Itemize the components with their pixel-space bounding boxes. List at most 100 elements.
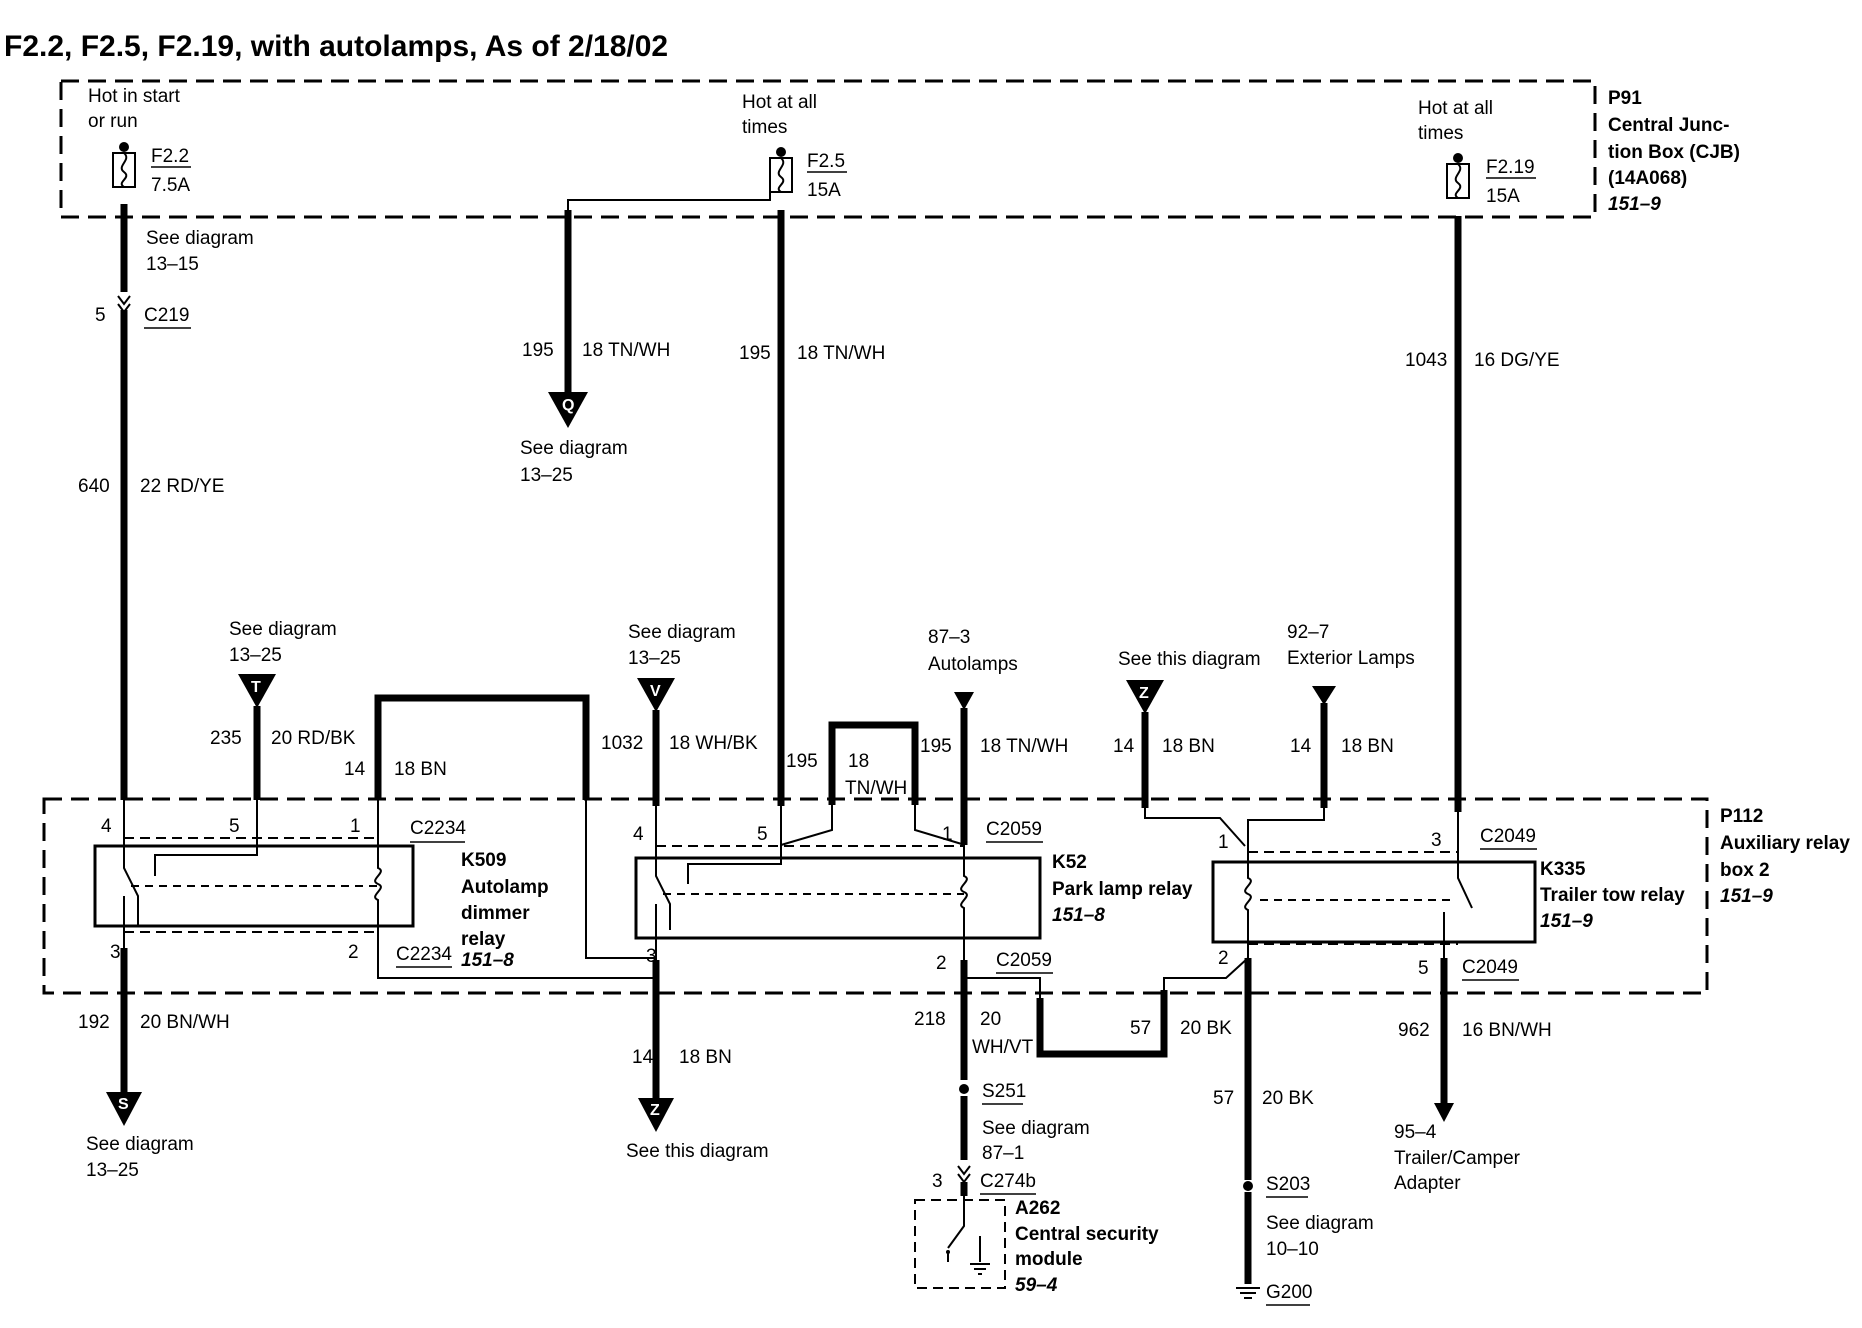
wire-14-exterior: 92–7 Exterior Lamps 14 18 BN <box>1247 622 1415 846</box>
relay-k52: 4 5 1 3 2 C2059 C2059 K52 Park lamp rela… <box>633 806 1193 974</box>
wire-57: 57 20 BK 57 20 BK S203 See diagram 10–10… <box>1130 958 1374 1306</box>
ref-ext-2: Exterior Lamps <box>1287 648 1415 669</box>
fuse-f2-5-rating: 15A <box>807 180 841 201</box>
fuse-f2-5-terminal <box>776 147 786 157</box>
c640-num: 640 <box>78 476 110 497</box>
k52-pin-4: 4 <box>633 824 644 845</box>
ref-z-in: See this diagram <box>1118 649 1261 670</box>
k509-name-3: relay <box>461 929 506 950</box>
ref-t-1: See diagram <box>229 619 337 640</box>
fuse-f2-2-hot-2: or run <box>88 111 138 132</box>
c235-wire: 20 RD/BK <box>271 728 356 749</box>
aux-id: P112 <box>1720 806 1763 827</box>
fuse-f2-5-hot-2: times <box>742 117 787 138</box>
k335-pin-5: 5 <box>1418 958 1429 979</box>
c2059-top: C2059 <box>986 819 1042 840</box>
ref-trailer-2: Trailer/Camper <box>1394 1148 1521 1169</box>
c195b-wire: 18 TN/WH <box>797 343 885 364</box>
ref-v-1: See diagram <box>628 622 736 643</box>
k52-pin-5: 5 <box>757 824 768 845</box>
wire-235: See diagram 13–25 T 235 20 RD/BK <box>210 619 356 800</box>
ground-icon <box>1236 1287 1260 1299</box>
fuse-f2-5-body <box>769 157 793 193</box>
ref-q-letter: Q <box>562 397 574 414</box>
a262-name-2: module <box>1015 1249 1083 1270</box>
c192-num: 192 <box>78 1012 110 1033</box>
wire-640: See diagram 13–15 5 C219 640 22 RD/YE <box>78 204 254 800</box>
c2059-bot: C2059 <box>996 950 1052 971</box>
ref-10-10-2: 10–10 <box>1266 1239 1319 1260</box>
wire-218: 218 20 WH/VT S251 See diagram 87–1 3 C27… <box>914 957 1249 1196</box>
cjb-id: P91 <box>1608 88 1642 109</box>
k52-pin-1: 1 <box>942 824 953 845</box>
k509-pin-5: 5 <box>229 816 240 837</box>
ref-autolamps-1: 87–3 <box>928 627 970 648</box>
k509-pin-3: 3 <box>110 942 121 963</box>
ref-13-15-1: See diagram <box>146 228 254 249</box>
ref-10-10-1: See diagram <box>1266 1213 1374 1234</box>
wire-192: S 192 20 BN/WH See diagram 13–25 <box>78 948 230 1181</box>
c195a-num: 195 <box>522 340 554 361</box>
c1043-wire: 16 DG/YE <box>1474 350 1560 371</box>
c2234-top: C2234 <box>410 818 466 839</box>
ref-q-2: 13–25 <box>520 465 573 486</box>
c2049-top: C2049 <box>1480 826 1536 847</box>
c1043-num: 1043 <box>1405 350 1447 371</box>
c14d-wire: 18 BN <box>679 1047 732 1068</box>
ref-trailer-3: Adapter <box>1394 1173 1461 1194</box>
ref-s-2: 13–25 <box>86 1160 139 1181</box>
aux-name-2: box 2 <box>1720 860 1770 881</box>
ref-ext-1: 92–7 <box>1287 622 1329 643</box>
c235-num: 235 <box>210 728 242 749</box>
wire-195-autolamps: 87–3 Autolamps 195 18 TN/WH <box>920 627 1068 845</box>
splice-s203-dot <box>1243 1181 1253 1191</box>
a262-id: A262 <box>1015 1198 1060 1219</box>
ground-g200: G200 <box>1266 1282 1312 1303</box>
c640-wire: 22 RD/YE <box>140 476 224 497</box>
aux-name-1: Auxiliary relay <box>1720 833 1850 854</box>
aux-ref: 151–9 <box>1720 886 1773 907</box>
k509-pin-1: 1 <box>350 816 361 837</box>
c14c-num: 14 <box>1290 736 1312 757</box>
c962-num: 962 <box>1398 1020 1430 1041</box>
cjb-name-1: Central Junc- <box>1608 115 1729 136</box>
c195c-wire-1: 18 <box>848 751 869 772</box>
c1032-wire: 18 WH/BK <box>669 733 758 754</box>
ref-q-1: See diagram <box>520 438 628 459</box>
fuse-f2-19-hot-2: times <box>1418 123 1463 144</box>
splice-s251: S251 <box>982 1081 1026 1102</box>
a262-name-1: Central security <box>1015 1224 1159 1245</box>
c274b-pin: 3 <box>932 1171 943 1192</box>
fuse-f2-2-element <box>120 152 128 188</box>
c219-pin: 5 <box>95 305 106 326</box>
auxiliary-relay-box: P112 Auxiliary relay box 2 151–9 <box>42 797 1850 995</box>
fuse-f2-2-rating: 7.5A <box>151 175 190 196</box>
wire-1032: See diagram 13–25 V 1032 18 WH/BK <box>601 622 758 806</box>
module-a262: A262 Central security module 59–4 <box>914 1196 1159 1296</box>
k509-id: K509 <box>461 850 506 871</box>
c274b-name: C274b <box>980 1171 1036 1192</box>
k335-pin-1: 1 <box>1218 832 1229 853</box>
c2234-bot: C2234 <box>396 944 452 965</box>
splice-s203: S203 <box>1266 1174 1310 1195</box>
wire-195-to-k52: 195 18 TN/WH <box>739 210 885 806</box>
c192-wire: 20 BN/WH <box>140 1012 230 1033</box>
c57b-num: 57 <box>1213 1088 1234 1109</box>
k509-name-2: dimmer <box>461 903 530 924</box>
c14a-wire: 18 BN <box>394 759 447 780</box>
c195c-num: 195 <box>786 751 818 772</box>
k52-pin-2: 2 <box>936 953 947 974</box>
diagram-title: F2.2, F2.5, F2.19, with autolamps, As of… <box>4 30 668 63</box>
fuse-f2-2-terminal <box>119 142 129 152</box>
c57a-wire: 20 BK <box>1180 1018 1232 1039</box>
k52-pin-3: 3 <box>646 946 657 967</box>
c2049-bot: C2049 <box>1462 957 1518 978</box>
ref-v-letter: V <box>650 683 661 700</box>
a262-ref: 59–4 <box>1015 1275 1058 1296</box>
fuse-f2-5-name: F2.5 <box>807 151 845 172</box>
splice-s251-dot <box>959 1084 969 1094</box>
k335-id: K335 <box>1540 859 1586 880</box>
fuse-f2-2-name: F2.2 <box>151 146 189 167</box>
ref-z-out: See this diagram <box>626 1141 769 1162</box>
